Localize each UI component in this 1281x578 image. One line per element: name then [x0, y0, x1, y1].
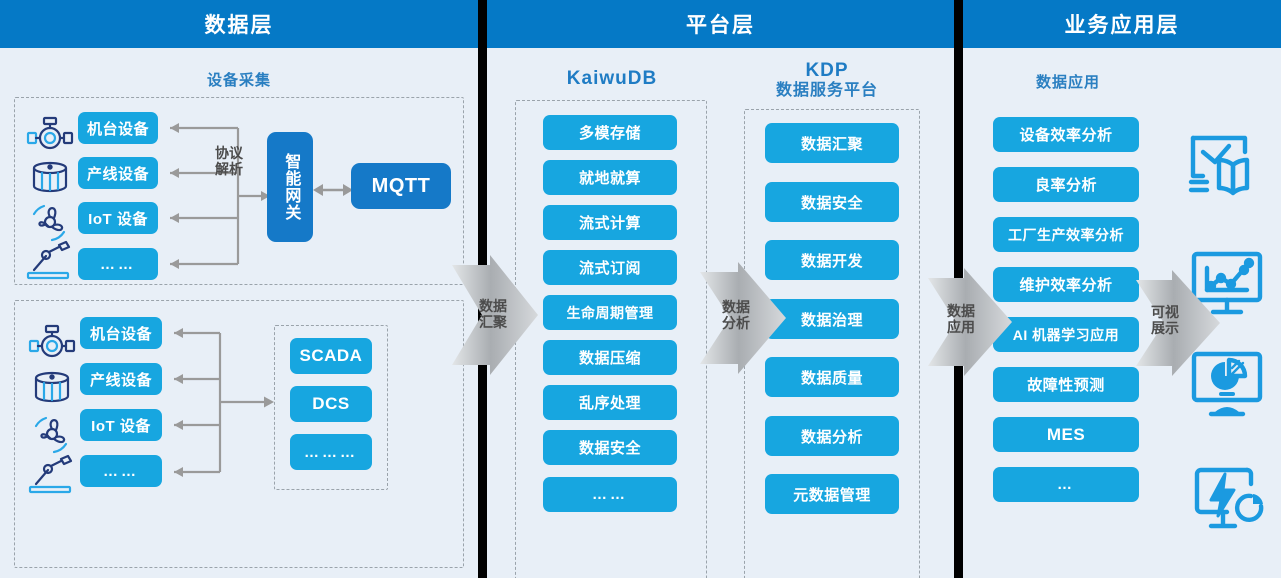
app-chip-7[interactable]: …: [993, 467, 1139, 502]
gateway-mqtt-arrow: [313, 184, 353, 196]
kdp-chip-3[interactable]: 数据治理: [765, 299, 899, 339]
kaiwudb-chip-8[interactable]: ……: [543, 477, 677, 512]
device-chip-top-3[interactable]: ……: [78, 248, 158, 280]
kdp-chip-1[interactable]: 数据安全: [765, 182, 899, 222]
device-chip-top-0[interactable]: 机台设备: [78, 112, 158, 144]
kaiwudb-chip-5[interactable]: 数据压缩: [543, 340, 677, 375]
valve-icon: [28, 324, 76, 358]
arrow-data-aggregation-label: 数据 汇聚: [479, 298, 507, 330]
panel-application-layer-body: 数据应用 设备效率分析 良率分析 工厂生产效率分析 维护效率分析 AI 机器学习…: [963, 52, 1281, 578]
kdp-chip-4[interactable]: 数据质量: [765, 357, 899, 397]
protocol-connectors-top: [170, 123, 270, 269]
panel-data-layer-title: 数据层: [204, 14, 274, 37]
kaiwudb-chip-2[interactable]: 流式计算: [543, 205, 677, 240]
panel-data-layer-body: 设备采集: [0, 52, 478, 578]
kdp-chip-6[interactable]: 元数据管理: [765, 474, 899, 514]
scada-connectors: [174, 328, 274, 477]
kdp-chip-2[interactable]: 数据开发: [765, 240, 899, 280]
app-chip-4[interactable]: AI 机器学习应用: [993, 317, 1139, 352]
device-chip-top-2[interactable]: IoT 设备: [78, 202, 158, 234]
panel-platform-layer-body: KaiwuDB 多模存储 就地就算 流式计算 流式订阅 生命周期管理 数据压缩 …: [487, 52, 954, 578]
panel-platform-layer-title: 平台层: [686, 14, 755, 37]
kaiwudb-chip-0[interactable]: 多模存储: [543, 115, 677, 150]
device-icons-bottom: [28, 324, 76, 494]
device-chip-bottom-2[interactable]: IoT 设备: [80, 409, 162, 441]
panel-application-layer-title: 业务应用层: [1064, 14, 1180, 37]
panel-platform-layer-header: 平台层: [487, 0, 954, 48]
arrow-visualization-label: 可视 展示: [1151, 304, 1179, 336]
kdp-chip-0[interactable]: 数据汇聚: [765, 123, 899, 163]
device-collection-group-top: [14, 97, 464, 285]
arrow-data-analysis: [700, 262, 786, 374]
section-title-device-collection: 设备采集: [206, 72, 271, 89]
app-chip-0[interactable]: 设备效率分析: [993, 117, 1139, 152]
panel-data-layer-header: 数据层: [0, 0, 478, 48]
kaiwudb-chip-6[interactable]: 乱序处理: [543, 385, 677, 420]
tank-icon: [34, 371, 70, 403]
monitor-pie-chart-icon: [1191, 351, 1263, 417]
kaiwudb-chip-7[interactable]: 数据安全: [543, 430, 677, 465]
kaiwudb-chip-4[interactable]: 生命周期管理: [543, 295, 677, 330]
monitor-energy-icon: [1194, 467, 1264, 529]
arrow-visualization: [1136, 270, 1220, 376]
arrow-data-analysis-label: 数据 分析: [722, 299, 750, 331]
device-collection-group-bottom: [14, 300, 464, 568]
robot-arm-icon: [28, 454, 73, 494]
app-chip-1[interactable]: 良率分析: [993, 167, 1139, 202]
scada-group: [274, 325, 388, 490]
device-chip-top-1[interactable]: 产线设备: [78, 157, 158, 189]
app-chip-2[interactable]: 工厂生产效率分析: [993, 217, 1139, 252]
protocol-parse-label: 协议 解析: [215, 145, 243, 177]
device-chip-bottom-0[interactable]: 机台设备: [80, 317, 162, 349]
kdp-chip-5[interactable]: 数据分析: [765, 416, 899, 456]
arrow-data-aggregation: [452, 255, 538, 375]
device-chip-bottom-3[interactable]: ……: [80, 455, 162, 487]
fan-icon: [32, 204, 66, 242]
systems-more-chip[interactable]: ………: [290, 434, 372, 470]
valve-icon: [26, 116, 74, 150]
monitor-line-chart-icon: [1191, 251, 1263, 315]
device-chip-bottom-1[interactable]: 产线设备: [80, 363, 162, 395]
app-chip-3[interactable]: 维护效率分析: [993, 267, 1139, 302]
dcs-chip[interactable]: DCS: [290, 386, 372, 422]
panel-application-layer-header: 业务应用层: [963, 0, 1281, 48]
device-icons-top: [26, 116, 74, 280]
arrow-data-application-label: 数据 应用: [947, 303, 975, 335]
scada-chip[interactable]: SCADA: [290, 338, 372, 374]
tank-icon: [32, 161, 68, 193]
smart-gateway-chip[interactable]: 智能网关: [267, 132, 313, 242]
fan-icon: [34, 416, 68, 454]
kaiwudb-chip-1[interactable]: 就地就算: [543, 160, 677, 195]
panel-data-layer: 数据层 设备采集: [0, 0, 478, 578]
kaiwudb-chip-3[interactable]: 流式订阅: [543, 250, 677, 285]
mqtt-chip[interactable]: MQTT: [351, 163, 451, 209]
kdp-title-line1: KDP: [805, 60, 849, 81]
chart-book-icon: [1188, 135, 1250, 196]
kdp-title-line2: 数据服务平台: [775, 82, 878, 99]
section-title-data-application: 数据应用: [1035, 74, 1100, 91]
kaiwudb-title: KaiwuDB: [566, 68, 658, 89]
app-chip-5[interactable]: 故障性预测: [993, 367, 1139, 402]
arrow-data-application: [928, 268, 1012, 376]
panel-application-layer: 业务应用层 数据应用 设备效率分析 良率分析 工厂生产效率分析 维护效率分析 A…: [963, 0, 1281, 578]
panel-platform-layer: 平台层 KaiwuDB 多模存储 就地就算 流式计算 流式订阅 生命周期管理 数…: [487, 0, 954, 578]
app-chip-6[interactable]: MES: [993, 417, 1139, 452]
robot-arm-icon: [26, 240, 71, 280]
